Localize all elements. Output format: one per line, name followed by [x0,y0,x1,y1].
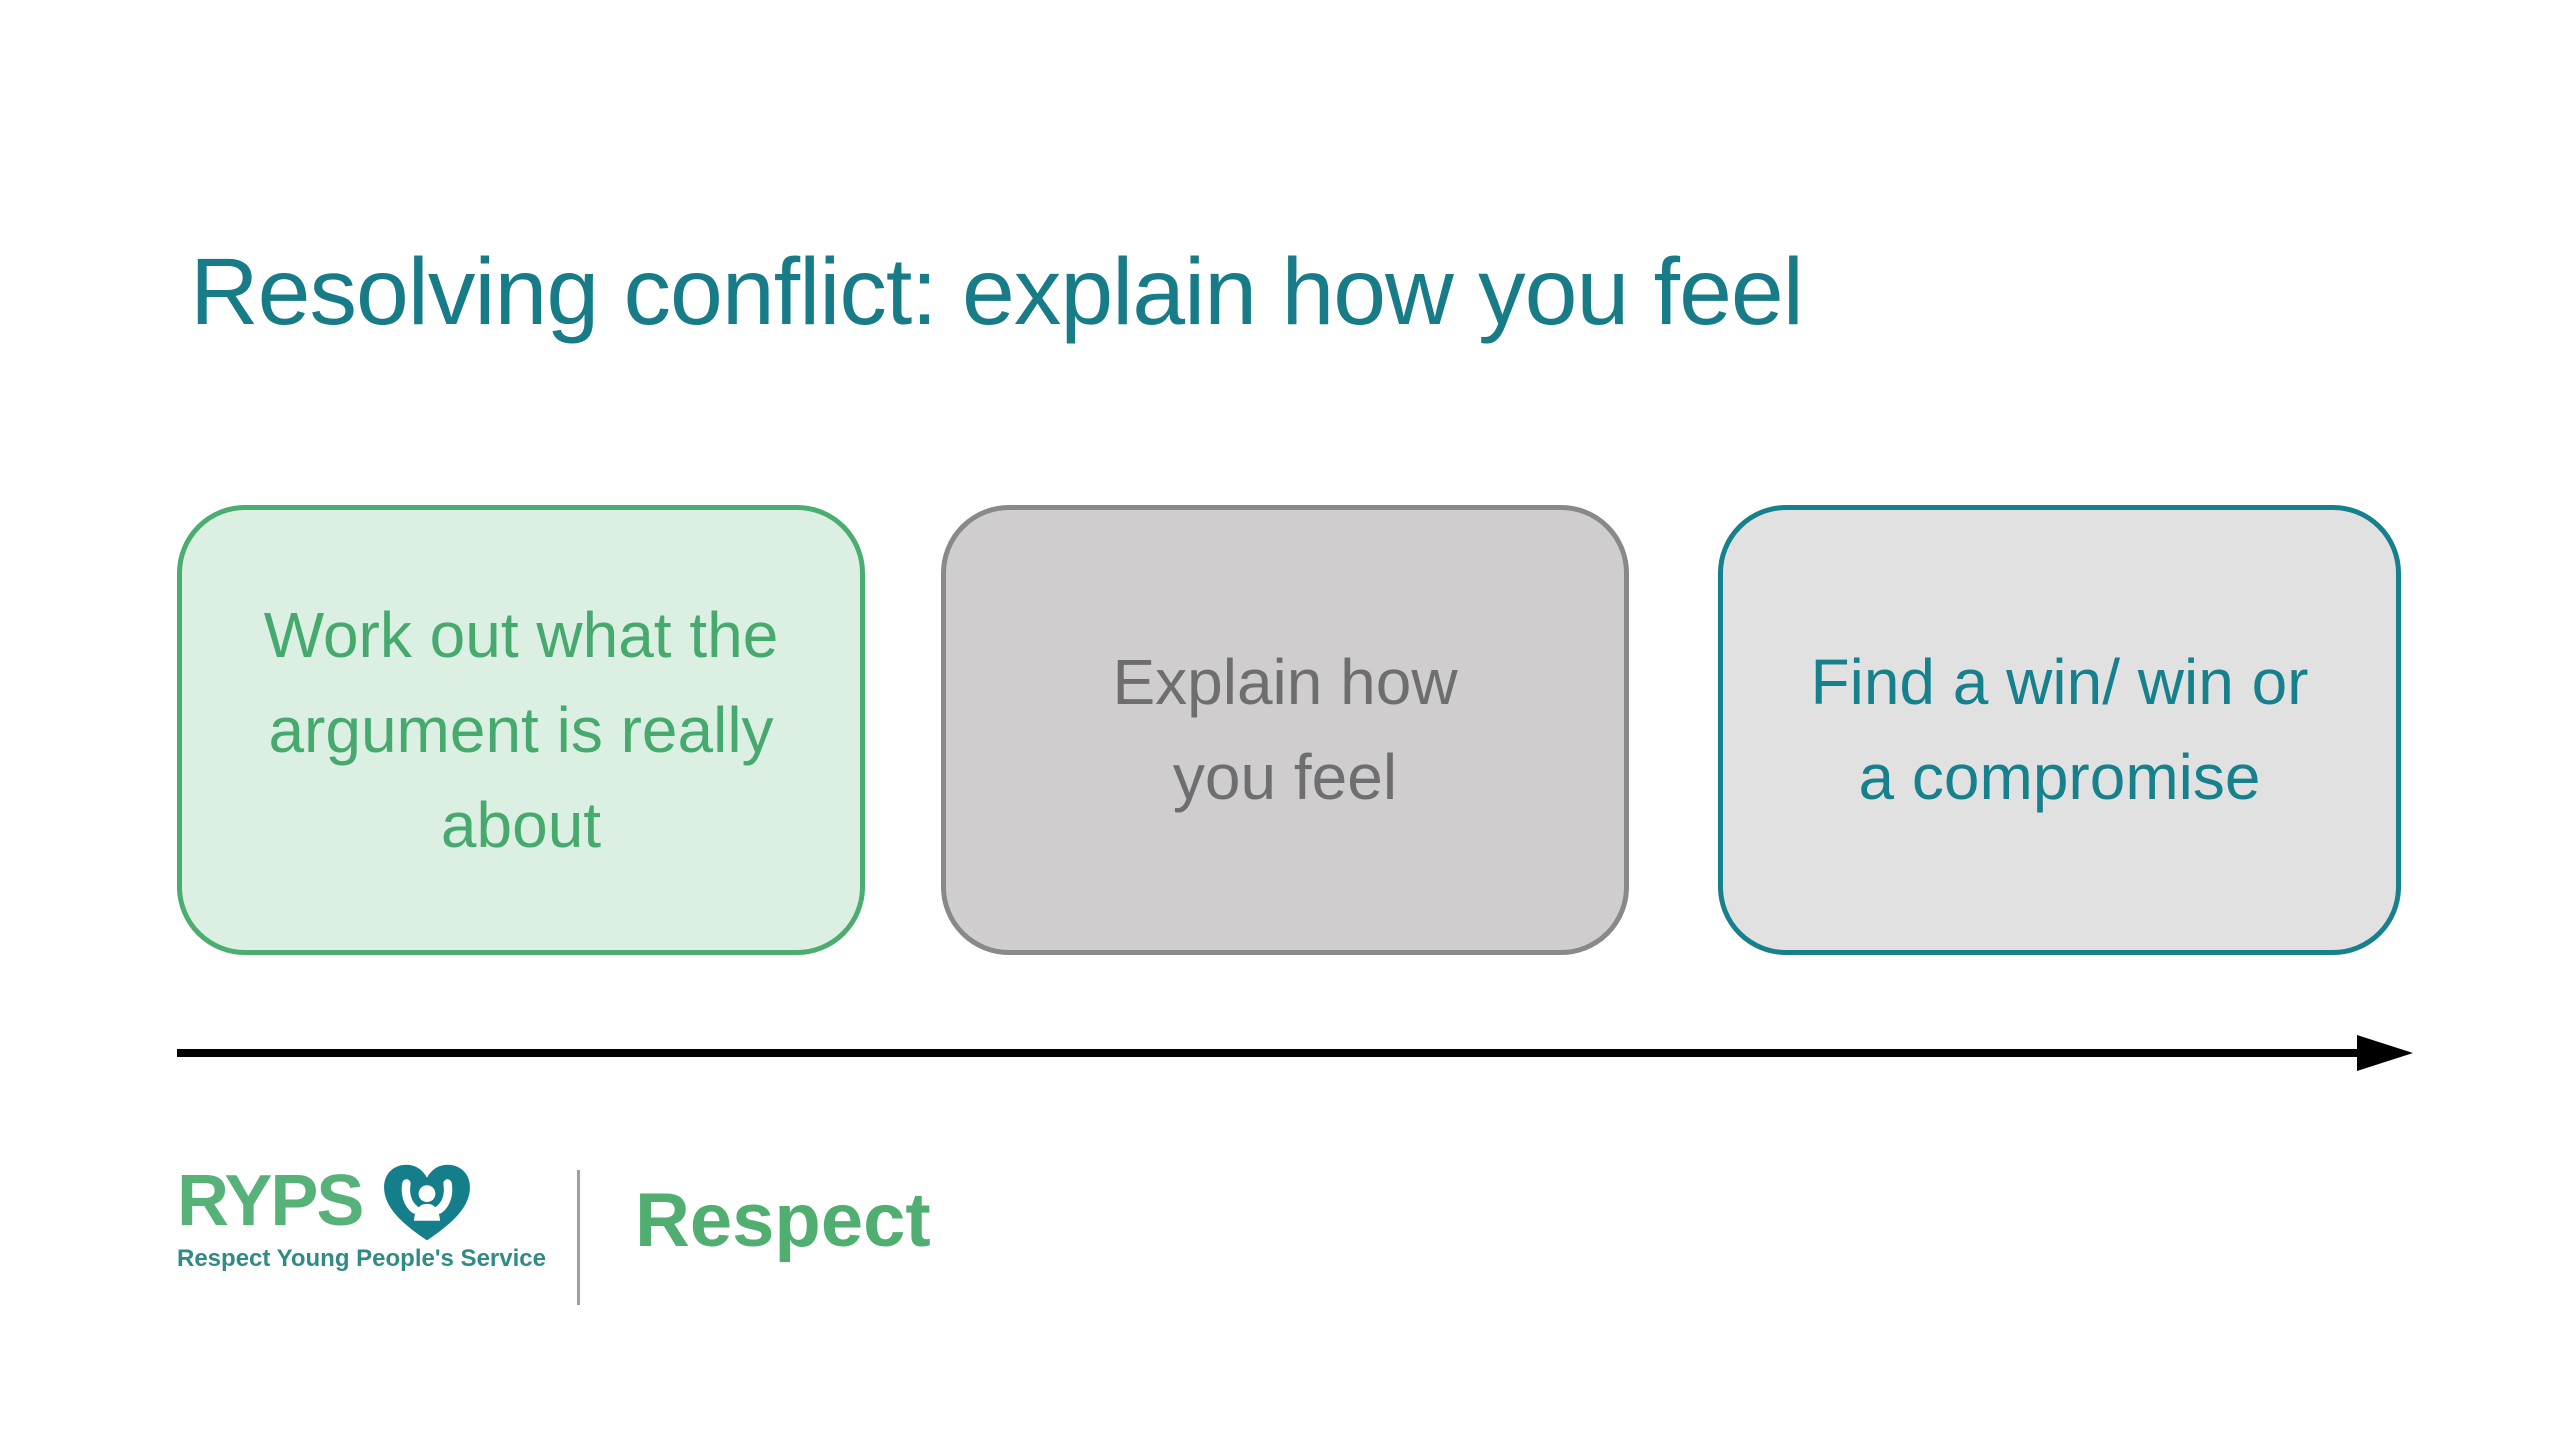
ryps-wordmark: RYPS [177,1161,364,1241]
logo-divider [577,1170,580,1305]
step-box-find-win-win: Find a win/ win or a compromise [1718,505,2401,955]
footer-logos: RYPS Respect Young People's Service Resp… [177,1161,931,1315]
heart-person-icon [384,1164,470,1241]
right-arrow-icon [177,1035,2413,1071]
step-box-explain-how-you-feel: Explain how you feel [941,505,1629,955]
ryps-tagline: Respect Young People's Service [177,1245,546,1272]
step-box-label: Explain how you feel [1112,646,1458,813]
timeline-arrow [177,1033,2413,1073]
step-box-work-out-argument: Work out what the argument is really abo… [177,505,865,955]
ryps-logo: RYPS Respect Young People's Service [177,1161,546,1273]
step-box-label: Find a win/ win or a compromise [1810,646,2309,813]
slide-title: Resolving conflict: explain how you feel [190,239,1804,345]
respect-wordmark: Respect [635,1178,931,1263]
process-steps-row: Work out what the argument is really abo… [177,505,2401,955]
step-box-label: Work out what the argument is really abo… [263,598,779,861]
